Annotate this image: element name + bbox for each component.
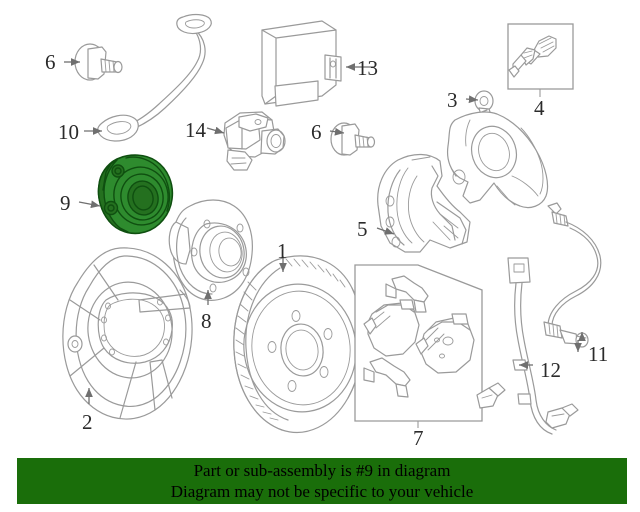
callout-label-5: 5 bbox=[357, 217, 368, 241]
callout-label-1: 1 bbox=[277, 239, 288, 263]
callout-label-13: 13 bbox=[357, 56, 378, 80]
callout-label-10: 10 bbox=[58, 120, 79, 144]
pad-clip-lower bbox=[363, 357, 411, 398]
callout-label-6b: 6 bbox=[311, 120, 322, 144]
callout-label-2: 2 bbox=[82, 410, 93, 434]
part-5-caliper-mounting-bracket bbox=[377, 153, 471, 253]
callout-label-6a: 6 bbox=[45, 50, 56, 74]
callout-label-9: 9 bbox=[60, 191, 71, 215]
arrow-9 bbox=[78, 200, 101, 209]
part-13-control-module bbox=[261, 20, 342, 107]
part-7-brake-pad-set bbox=[354, 264, 483, 428]
part-9-wheel-bearing-housing-highlighted bbox=[97, 154, 174, 235]
pad-clip-upper bbox=[385, 275, 429, 313]
part-8-wheel-hub bbox=[168, 199, 253, 301]
brake-pad-left bbox=[363, 299, 420, 357]
arrow-3 bbox=[465, 95, 479, 104]
notice-line-1: Part or sub-assembly is #9 in diagram bbox=[193, 461, 451, 480]
callout-arrows bbox=[64, 58, 586, 404]
callout-label-12: 12 bbox=[540, 358, 561, 382]
callout-label-8: 8 bbox=[201, 309, 212, 333]
callout-label-11: 11 bbox=[588, 342, 609, 366]
arrow-14 bbox=[206, 126, 225, 135]
arrow-5 bbox=[376, 227, 395, 235]
part-14-parking-brake-actuator bbox=[223, 111, 286, 171]
part-6-hub-bolt-upper-left bbox=[74, 43, 123, 81]
part-1-brake-rotor bbox=[233, 255, 364, 434]
bleeder-screw-lower bbox=[508, 47, 536, 78]
notice-line-2: Diagram may not be specific to your vehi… bbox=[170, 482, 474, 501]
part-6-hub-bolt-center bbox=[330, 122, 376, 156]
part-4-bleeder-screw-set bbox=[507, 23, 574, 97]
part-12-abs-speed-sensor-cable bbox=[476, 257, 579, 435]
brake-caliper-body bbox=[446, 109, 549, 209]
arrow-6b bbox=[329, 127, 345, 136]
brake-pad-right bbox=[415, 313, 475, 374]
callout-label-3: 3 bbox=[447, 88, 458, 112]
part-11-brake-hose bbox=[543, 202, 602, 348]
notice-banner: Part or sub-assembly is #9 in diagram Di… bbox=[17, 458, 627, 504]
callout-label-4: 4 bbox=[534, 96, 545, 120]
callout-label-7: 7 bbox=[413, 426, 424, 450]
part-2-brake-dust-shield bbox=[62, 247, 193, 420]
callout-label-14: 14 bbox=[185, 118, 206, 142]
